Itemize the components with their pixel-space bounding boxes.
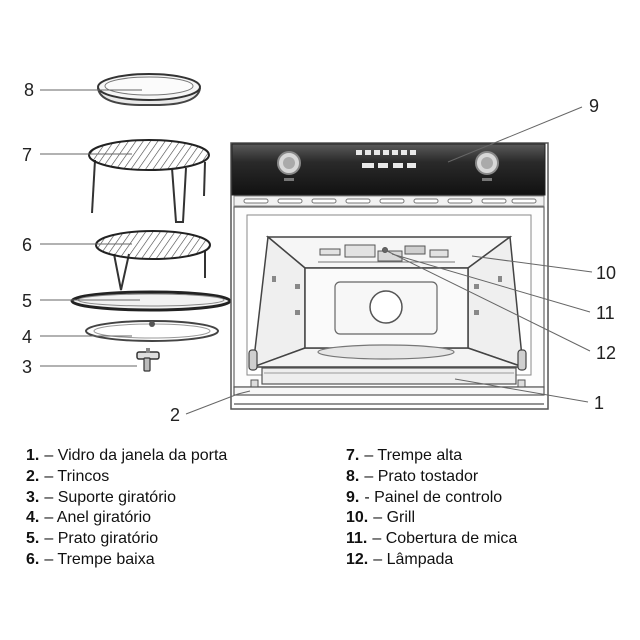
legend-text: – Trempe alta [364, 447, 463, 464]
door-window-glass [261, 367, 517, 385]
callout-12: 12 [596, 343, 616, 363]
legend-number: 11. [346, 530, 368, 548]
legend-text: – Prato giratório [44, 530, 159, 548]
legend-number: 5. [26, 530, 40, 548]
legend-text: – Cobertura de mica [372, 530, 518, 548]
legend-number: 2. [26, 467, 40, 485]
grill [318, 244, 455, 263]
toaster-plate [97, 73, 201, 107]
leader-line-9 [447, 106, 583, 163]
legend-text: – Prato tostador [364, 467, 479, 485]
turntable-plate [70, 290, 232, 312]
rack-supports [272, 276, 502, 315]
legend-number: 8. [346, 467, 360, 485]
turntable-support [136, 348, 160, 372]
legend-number: 7. [346, 447, 360, 464]
low-rack [95, 230, 211, 291]
legend-item: 9.- Painel de controlo [346, 488, 517, 509]
legend-item: 5.– Prato giratório [26, 529, 227, 550]
legend-number: 9. [346, 488, 360, 506]
control-panel [231, 143, 546, 196]
vent-strip [233, 195, 545, 207]
legend-item: 11.– Cobertura de mica [346, 529, 517, 550]
callout-7: 7 [22, 145, 32, 165]
high-rack [88, 139, 210, 223]
legend-text: – Trempe baixa [44, 550, 155, 568]
legend-number: 1. [26, 447, 40, 464]
callout-11: 11 [596, 303, 615, 323]
display [356, 150, 416, 168]
turntable-ring [85, 320, 219, 342]
legend-number: 4. [26, 509, 40, 527]
cavity-turntable [317, 344, 455, 360]
legend-number: 6. [26, 550, 40, 568]
legend-text: – Vidro da janela da porta [44, 447, 228, 464]
legend-item: 8.– Prato tostador [346, 467, 517, 488]
door-latch-right [517, 349, 527, 389]
callout-6: 6 [22, 235, 32, 255]
leader-line-10 [471, 255, 593, 273]
leader-line-1 [454, 378, 589, 403]
legend-item: 10.– Grill [346, 508, 517, 529]
oven-cavity [252, 235, 524, 369]
legend-item: 3.– Suporte giratório [26, 488, 227, 509]
legend-item: 7.– Trempe alta [346, 446, 517, 467]
legend-item: 4.– Anel giratório [26, 508, 227, 529]
callout-2: 2 [170, 405, 180, 425]
callout-4: 4 [22, 327, 32, 347]
legend-left-column: 1.– Vidro da janela da porta 2.– Trincos… [26, 446, 227, 571]
callout-3: 3 [22, 357, 32, 377]
callout-5: 5 [22, 291, 32, 311]
legend-text: – Suporte giratório [44, 488, 176, 506]
legend-text: – Grill [373, 509, 416, 527]
legend-text: – Trincos [44, 467, 110, 485]
legend-number: 3. [26, 488, 40, 506]
back-wall-fan-cover [369, 290, 403, 324]
legend-text: – Anel giratório [44, 509, 152, 527]
mica-cover [377, 250, 403, 262]
legend-number: 10. [346, 509, 369, 527]
leader-line-11 [391, 253, 591, 313]
legend-right-column: 7.– Trempe alta 8.– Prato tostador 9.- P… [346, 446, 517, 571]
callout-1: 1 [594, 393, 604, 413]
leader-line-2 [185, 390, 251, 415]
oven-base [233, 386, 545, 405]
callout-8: 8 [24, 80, 34, 100]
callout-10: 10 [596, 263, 616, 283]
knob-left [277, 151, 301, 181]
legend-text: – Lâmpada [373, 550, 454, 568]
legend-item: 1.– Vidro da janela da porta [26, 446, 227, 467]
callout-9: 9 [589, 96, 599, 116]
microwave-exploded-diagram: 8 7 6 5 4 3 [22, 73, 616, 425]
legend-number: 12. [346, 550, 369, 568]
legend-text: - Painel de controlo [364, 488, 503, 506]
legend-item: 12.– Lâmpada [346, 550, 517, 571]
legend-item: 6.– Trempe baixa [26, 550, 227, 571]
leader-line-12 [384, 249, 591, 352]
legend-item: 2.– Trincos [26, 467, 227, 488]
knob-right [475, 151, 499, 181]
